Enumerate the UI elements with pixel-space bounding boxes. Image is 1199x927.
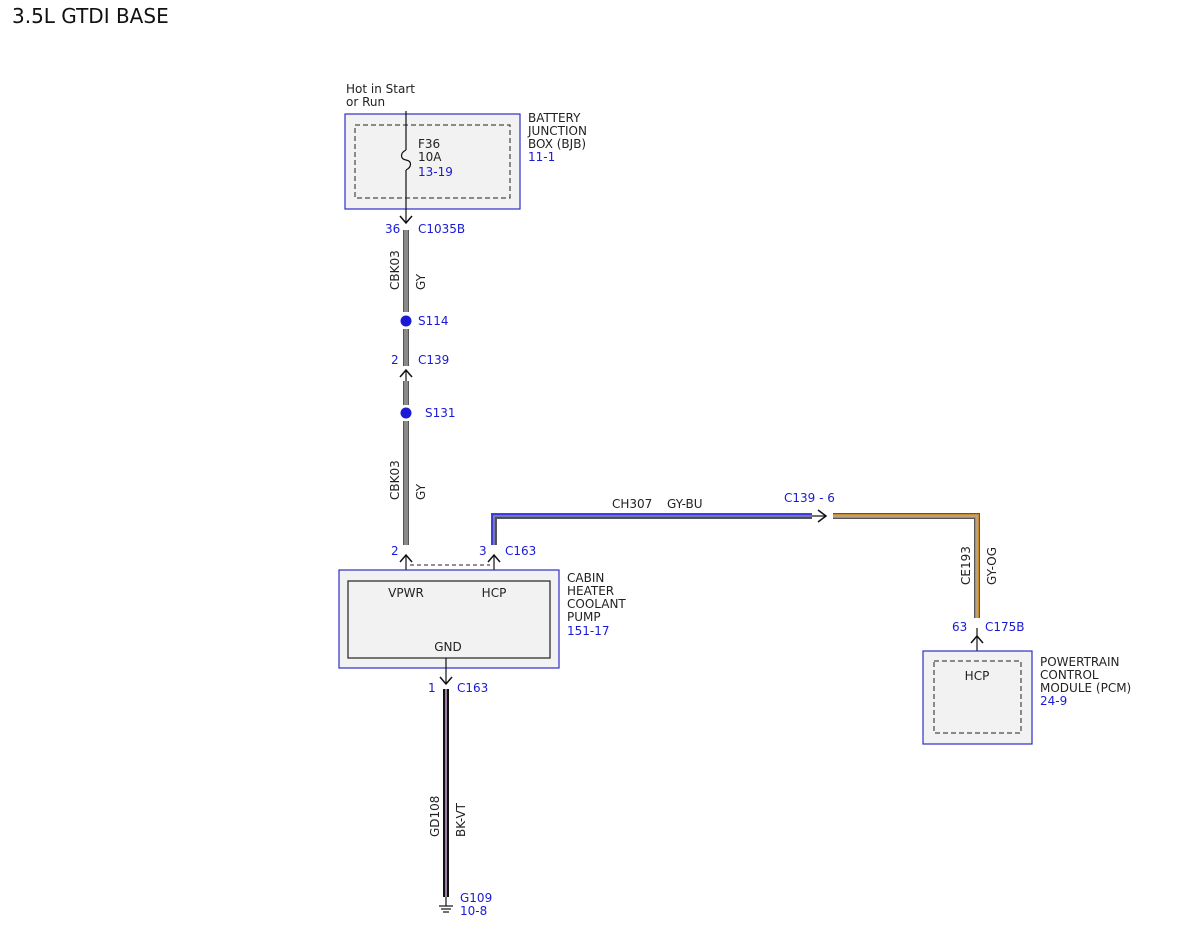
fuse-name: F36 [418,137,440,151]
pcm-hcp-label: HCP [965,669,990,683]
wire-ce193-stripe [833,515,978,618]
pump-vpwr-pin: 2 [391,544,399,558]
wire-gd108-circuit: GD108 [428,796,442,837]
wire-ch307-color: GY-BU [667,497,703,511]
power-source-label-1: Hot in Start [346,82,415,96]
pcm-label-3: MODULE (PCM) [1040,681,1131,695]
pcm-ref[interactable]: 24-9 [1040,694,1067,708]
splice-s114[interactable]: S114 [418,314,449,328]
pcm-label-2: CONTROL [1040,668,1099,682]
wire-ch307-circuit: CH307 [612,497,652,511]
pump-gnd-pin: 1 [428,681,436,695]
connector-c139[interactable]: C139 [418,353,449,367]
pump-label-1: CABIN [567,571,604,585]
bjb-box [344,113,521,210]
pump-label-4: PUMP [567,610,601,624]
bjb-label-3: BOX (BJB) [528,137,586,151]
pump-label-2: HEATER [567,584,614,598]
fuse-rating: 10A [418,150,442,164]
wire-ce193-circuit: CE193 [959,546,973,585]
wire-ce193[interactable] [833,514,979,618]
wire-cbk03-upper-color: GY [414,273,428,290]
splice-s131-icon [400,407,412,419]
pump-ref[interactable]: 151-17 [567,624,610,638]
inline-connector-icon [817,509,828,523]
bjb-label-1: BATTERY [528,111,581,125]
wire-ce193-color: GY-OG [985,547,999,585]
pump-hcp-pin: 3 [479,544,487,558]
connector-c175b[interactable]: C175B [985,620,1025,634]
wire-cbk03-lower-color: GY [414,483,428,500]
wire-ch307-stripe [493,515,812,545]
pump-gnd-label: GND [434,640,462,654]
connector-c1035b-icon [399,215,413,225]
bjb-pin: 36 [385,222,400,236]
bjb-ref[interactable]: 11-1 [528,150,555,164]
connector-c1035b[interactable]: C1035B [418,222,465,236]
pump-gnd-connector-icon [439,676,453,686]
connector-c163[interactable]: C163 [505,544,536,558]
pump-hcp-label: HCP [482,586,507,600]
wire-gd108-color: BK-VT [454,802,468,837]
pump-vpwr-label: VPWR [388,586,424,600]
ground-g109[interactable]: G109 [460,891,492,905]
inline-connector-c139-6[interactable]: C139 - 6 [784,491,835,505]
pcm-pin: 63 [952,620,967,634]
wire-ce193-outline [833,513,980,618]
pcm-box [922,650,1033,745]
wire-cbk03-lower-circuit: CBK03 [388,460,402,500]
pump-inner-box [347,580,551,659]
bjb-label-2: JUNCTION [527,124,587,138]
wire-ch307-outline [491,513,812,545]
splice-s114-icon [400,315,412,327]
bjb-inner-box [354,124,511,199]
ground-ref[interactable]: 10-8 [460,904,487,918]
pump-label-3: COOLANT [567,597,626,611]
c139-pin: 2 [391,353,399,367]
wire-ch307[interactable] [492,514,812,545]
pcm-inner-box [933,660,1022,734]
fuse-ref[interactable]: 13-19 [418,165,453,179]
connector-c163-gnd[interactable]: C163 [457,681,488,695]
power-source-label-2: or Run [346,95,385,109]
page-title: 3.5L GTDI BASE [12,4,169,28]
splice-s131[interactable]: S131 [425,406,456,420]
fuse-symbol [400,149,412,171]
wire-cbk03-upper-circuit: CBK03 [388,250,402,290]
pcm-label-1: POWERTRAIN [1040,655,1120,669]
